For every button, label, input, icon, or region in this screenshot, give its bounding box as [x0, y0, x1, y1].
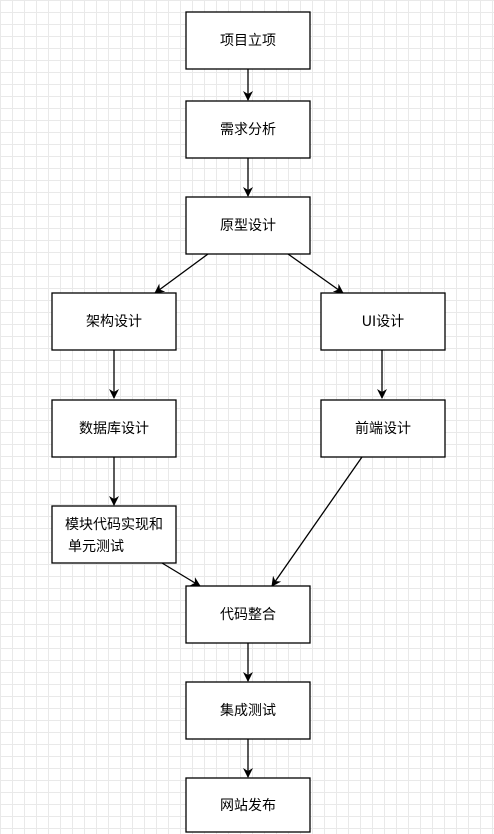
- node-label: 集成测试: [220, 702, 276, 719]
- node-label-line1: 模块代码实现和: [65, 517, 163, 533]
- edge-prototype-to-ui: [287, 253, 344, 294]
- edge-module-to-integration: [161, 562, 201, 587]
- node-database-design[interactable]: 数据库设计: [51, 399, 177, 458]
- node-label: 网站发布: [220, 798, 276, 814]
- node-label: 项目立项: [220, 33, 276, 49]
- node-label: 原型设计: [220, 218, 276, 234]
- node-label: 代码整合: [220, 607, 276, 623]
- node-module-code-and-unit-test[interactable]: 模块代码实现和 单元测试: [51, 505, 177, 564]
- node-architecture-design[interactable]: 架构设计: [51, 292, 177, 351]
- node-prototype-design[interactable]: 原型设计: [185, 196, 311, 255]
- node-requirements-analysis[interactable]: 需求分析: [185, 100, 311, 159]
- node-label: 前端设计: [355, 420, 411, 437]
- node-integration-testing[interactable]: 集成测试: [185, 681, 311, 740]
- edge-prototype-to-architecture: [154, 253, 209, 294]
- node-code-integration[interactable]: 代码整合: [185, 585, 311, 644]
- node-ui-design[interactable]: UI设计: [320, 292, 446, 351]
- node-project-initiation[interactable]: 项目立项: [185, 11, 311, 70]
- node-frontend-design[interactable]: 前端设计: [320, 399, 446, 458]
- node-label: 数据库设计: [79, 421, 149, 437]
- node-label-line2: 单元测试: [68, 539, 124, 555]
- node-label: UI设计: [362, 314, 404, 330]
- node-label: 需求分析: [220, 122, 276, 138]
- node-website-release[interactable]: 网站发布: [185, 777, 311, 833]
- edge-frontend-to-integration: [271, 456, 363, 587]
- node-label: 架构设计: [86, 314, 142, 330]
